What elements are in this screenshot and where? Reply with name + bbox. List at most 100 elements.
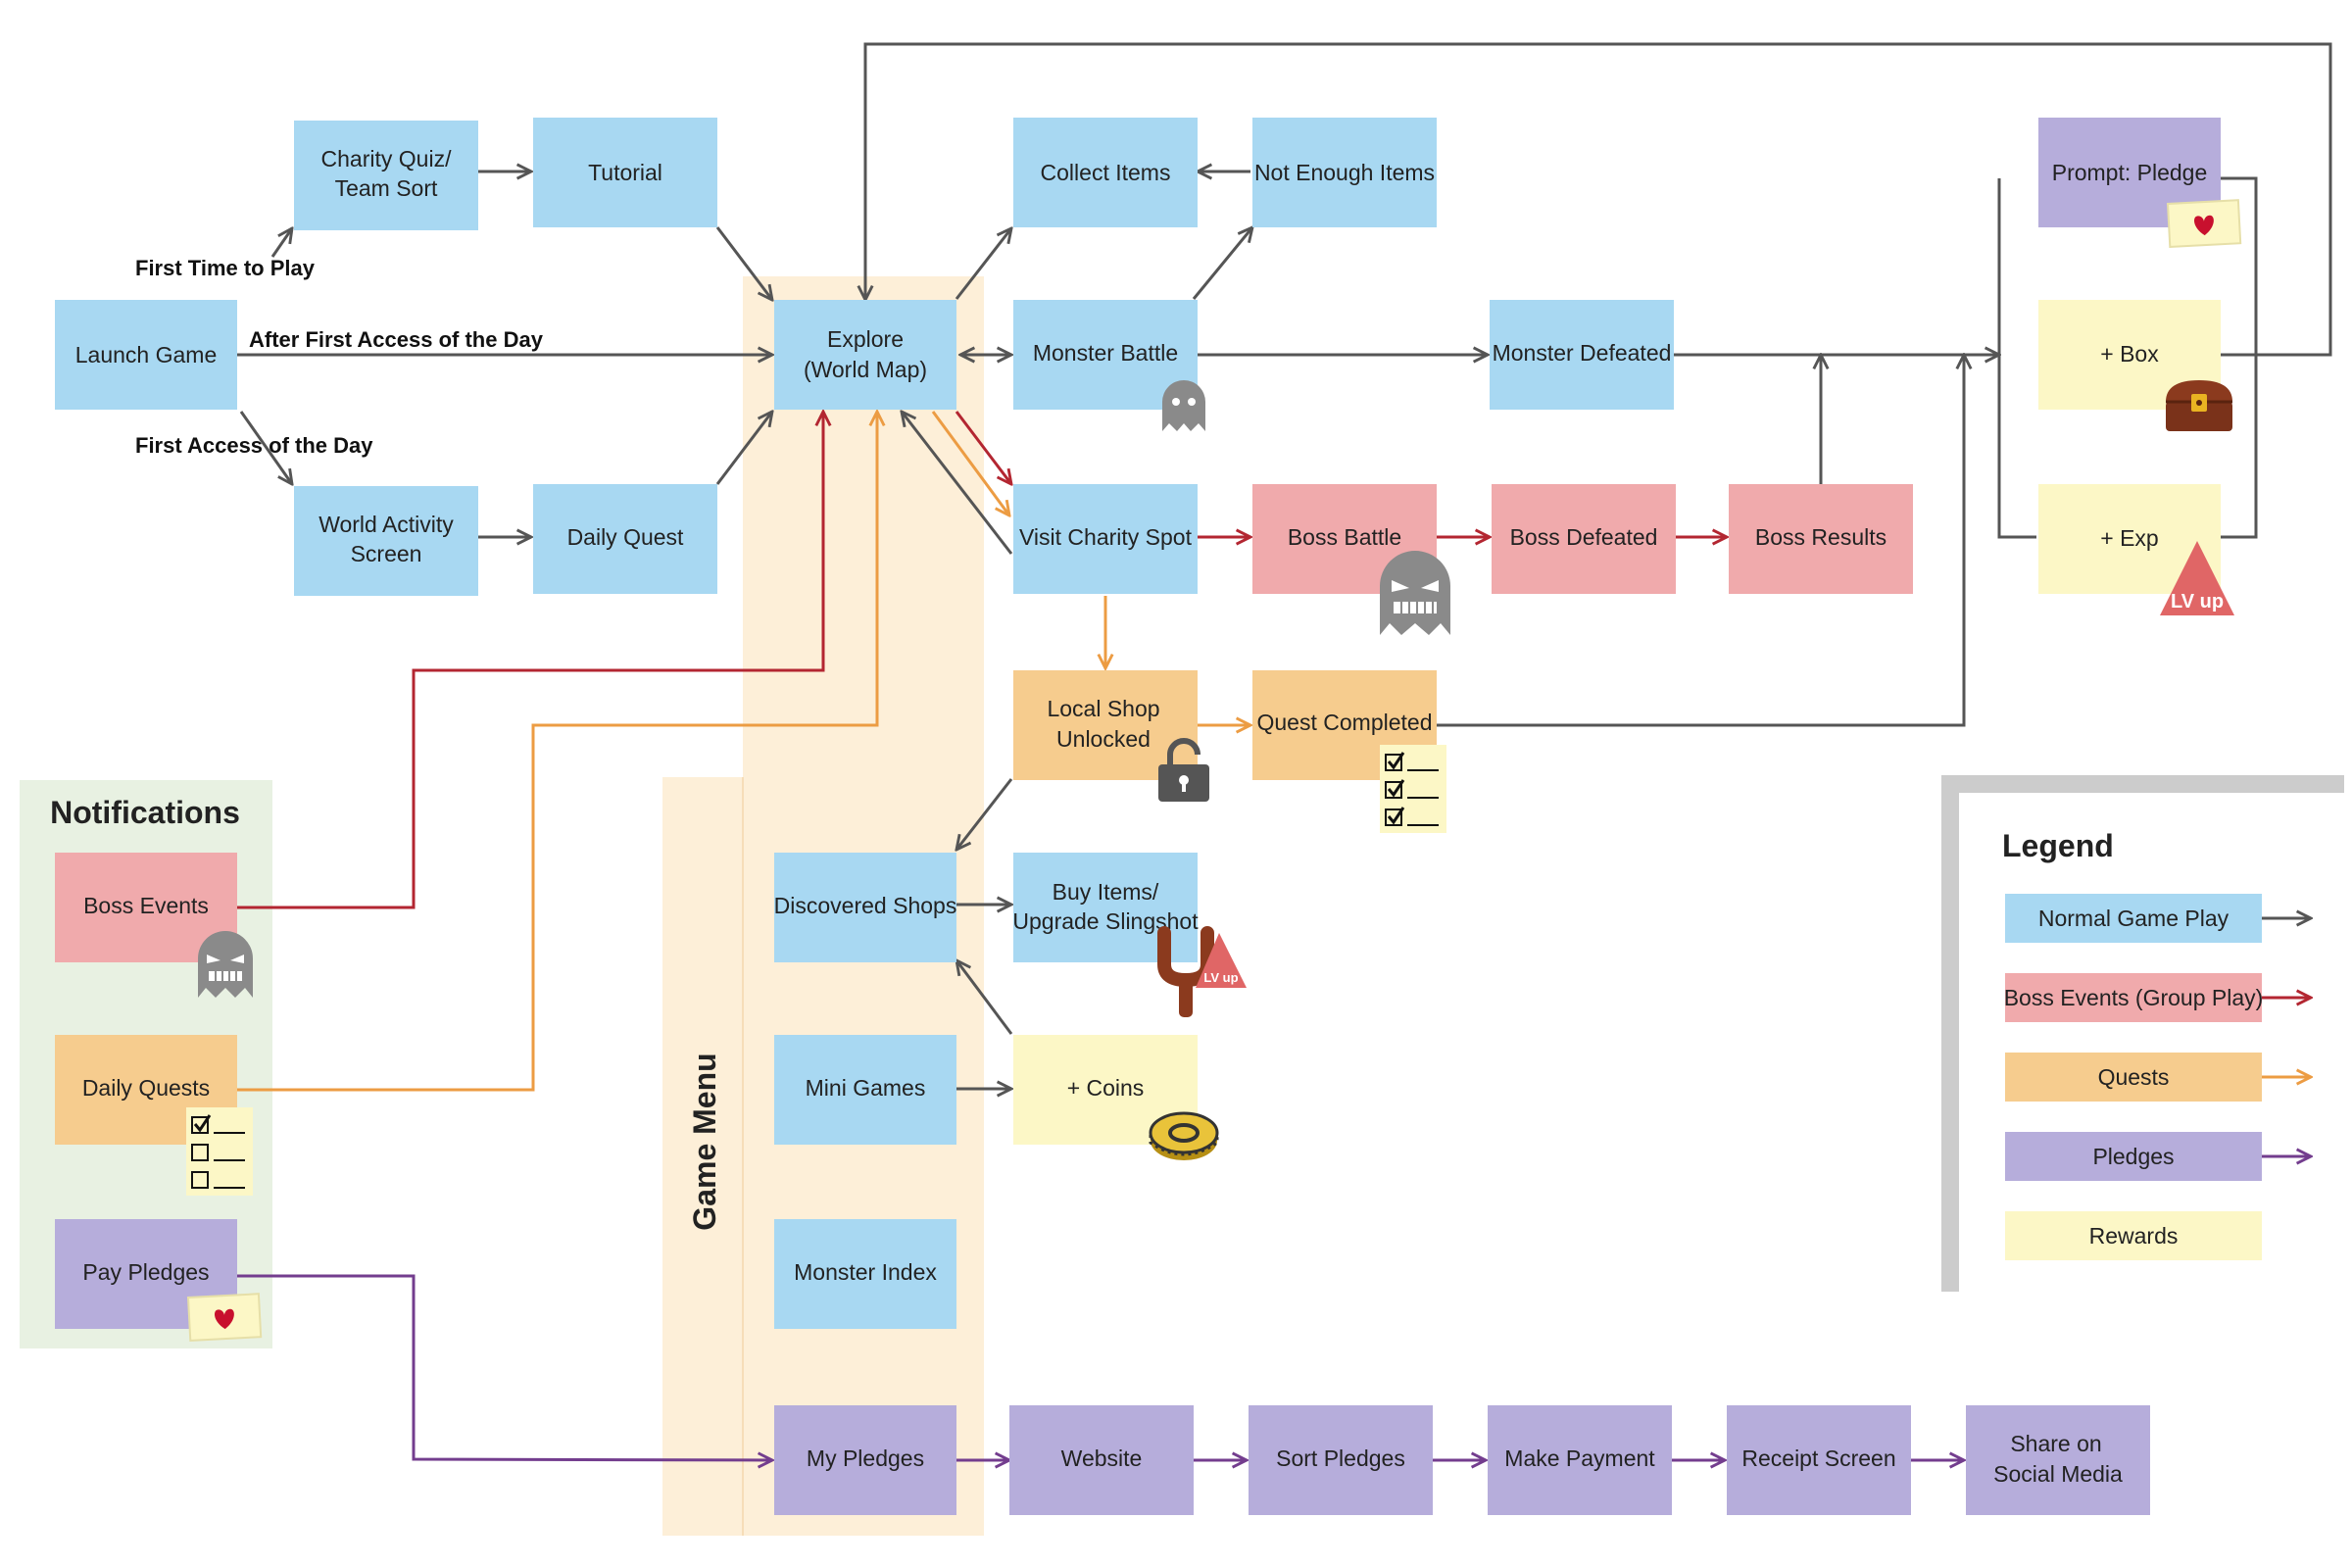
arrow-pay-pledges-to-my-pledges bbox=[237, 1274, 772, 1460]
node-label: Website bbox=[1061, 1446, 1143, 1471]
node-label: Mini Games bbox=[806, 1075, 926, 1101]
node-make-payment[interactable]: Make Payment bbox=[1488, 1405, 1672, 1515]
node-label: Boss Events bbox=[83, 893, 209, 918]
legend-label: Pledges bbox=[2092, 1144, 2174, 1169]
node-label: Buy Items/ bbox=[1053, 879, 1159, 905]
game-menu-title: Game Menu bbox=[687, 1053, 722, 1230]
node-mini-games[interactable]: Mini Games bbox=[774, 1035, 956, 1145]
legend-item: Pledges bbox=[2005, 1132, 2311, 1181]
heart-note-icon bbox=[2166, 199, 2242, 248]
node-label: Collect Items bbox=[1041, 160, 1171, 185]
arrow-coins-to-discovered bbox=[956, 960, 1013, 1035]
node-prompt-pledge[interactable]: Prompt: Pledge bbox=[2038, 118, 2221, 227]
legend-label: Rewards bbox=[2089, 1223, 2179, 1249]
arrow-rewards-bracket-left bbox=[1997, 178, 2036, 539]
boss-ghost-icon bbox=[198, 931, 253, 998]
node-sort-pledges[interactable]: Sort Pledges bbox=[1249, 1405, 1433, 1515]
node-monster-index[interactable]: Monster Index bbox=[774, 1219, 956, 1329]
legend-swatch bbox=[2005, 973, 2262, 1022]
node-label: Daily Quests bbox=[82, 1075, 210, 1101]
node-receipt-screen[interactable]: Receipt Screen bbox=[1727, 1405, 1911, 1515]
node-not-enough-items[interactable]: Not Enough Items bbox=[1252, 118, 1437, 227]
coin-icon bbox=[1149, 1111, 1219, 1160]
node-label: Monster Battle bbox=[1033, 340, 1178, 366]
boss-ghost-icon bbox=[1380, 551, 1450, 635]
node-label: Boss Results bbox=[1755, 524, 1886, 550]
node-my-pledges[interactable]: My Pledges bbox=[774, 1405, 956, 1515]
arrow-shop-to-discovered bbox=[956, 778, 1013, 850]
arrow-rewards-loop-to-explore bbox=[865, 42, 2332, 357]
arrow-charity-to-explore bbox=[902, 412, 1013, 555]
arrow-boss-events-to-explore bbox=[237, 412, 823, 909]
notifications-title: Notifications bbox=[50, 795, 240, 830]
node-visit-charity-spot[interactable]: Visit Charity Spot bbox=[1013, 484, 1198, 594]
node-label: (World Map) bbox=[804, 357, 927, 382]
legend-swatch bbox=[2005, 1132, 2262, 1181]
arrow-explore-to-charity-red bbox=[955, 411, 1011, 484]
heart-note-icon bbox=[186, 1293, 263, 1342]
arrow-explore-to-collect bbox=[955, 228, 1011, 300]
node-explore[interactable]: Explore (World Map) bbox=[774, 300, 956, 410]
node-label: Social Media bbox=[1993, 1461, 2123, 1487]
node-label: Charity Quiz/ bbox=[321, 146, 453, 172]
arrow-launch-to-world-activity bbox=[239, 411, 292, 484]
edge-label-first-access: First Access of the Day bbox=[135, 433, 373, 458]
game-menu-band bbox=[662, 777, 743, 1536]
node-label: Boss Battle bbox=[1288, 524, 1401, 550]
node-label: My Pledges bbox=[807, 1446, 924, 1471]
node-boss-results[interactable]: Boss Results bbox=[1729, 484, 1913, 594]
legend-swatch bbox=[2005, 1211, 2262, 1260]
node-charity-quiz[interactable]: Charity Quiz/ Team Sort bbox=[294, 121, 478, 230]
node-label: Local Shop bbox=[1047, 696, 1159, 721]
node-local-shop[interactable]: Local Shop Unlocked bbox=[1013, 670, 1198, 780]
node-boss-defeated[interactable]: Boss Defeated bbox=[1492, 484, 1676, 594]
node-label: Receipt Screen bbox=[1741, 1446, 1895, 1471]
node-label: Monster Defeated bbox=[1493, 340, 1672, 366]
node-label: Explore bbox=[827, 326, 904, 352]
arrow-daily-quest-to-explore bbox=[715, 412, 772, 485]
arrow-monster-to-not-enough bbox=[1192, 227, 1252, 300]
node-label: Pay Pledges bbox=[82, 1259, 209, 1285]
node-label: Monster Index bbox=[794, 1259, 937, 1285]
edge-label-first-time: First Time to Play bbox=[135, 256, 316, 280]
node-label: Boss Defeated bbox=[1510, 524, 1658, 550]
node-exp[interactable]: + Exp bbox=[2038, 484, 2221, 594]
legend-frame bbox=[1941, 775, 2344, 1292]
node-collect-items[interactable]: Collect Items bbox=[1013, 118, 1198, 227]
node-share-social[interactable]: Share on Social Media bbox=[1966, 1405, 2150, 1515]
node-label: Unlocked bbox=[1056, 726, 1151, 752]
node-label: World Activity bbox=[318, 512, 454, 537]
node-website[interactable]: Website bbox=[1009, 1405, 1194, 1515]
node-daily-quest[interactable]: Daily Quest bbox=[533, 484, 717, 594]
normal-arrows bbox=[237, 42, 2332, 1089]
svg-text:LV up: LV up bbox=[1203, 970, 1238, 985]
ghost-icon bbox=[1162, 380, 1205, 431]
checklist-icon bbox=[186, 1107, 253, 1196]
quest-arrows bbox=[237, 411, 1250, 1092]
node-label: Quest Completed bbox=[1257, 710, 1433, 735]
arrow-launch-to-quiz bbox=[270, 228, 292, 258]
node-label: Sort Pledges bbox=[1276, 1446, 1405, 1471]
level-up-icon: LV up bbox=[2160, 541, 2234, 615]
legend-item: Boss Events (Group Play) bbox=[2004, 973, 2311, 1022]
node-world-activity[interactable]: World Activity Screen bbox=[294, 486, 478, 596]
node-label: Launch Game bbox=[75, 342, 217, 368]
node-monster-defeated[interactable]: Monster Defeated bbox=[1490, 300, 1674, 410]
node-launch-game[interactable]: Launch Game bbox=[55, 300, 237, 410]
node-discovered-shops[interactable]: Discovered Shops bbox=[774, 853, 957, 962]
node-tutorial[interactable]: Tutorial bbox=[533, 118, 717, 227]
node-label: Visit Charity Spot bbox=[1019, 524, 1193, 550]
arrow-explore-to-charity-orange bbox=[931, 411, 1009, 515]
node-label: Tutorial bbox=[588, 160, 662, 185]
arrow-rewards-bracket-right bbox=[2219, 176, 2258, 539]
node-label: Not Enough Items bbox=[1254, 160, 1435, 185]
legend-label: Quests bbox=[2098, 1064, 2170, 1090]
node-label: + Exp bbox=[2100, 525, 2158, 551]
node-label: Make Payment bbox=[1504, 1446, 1655, 1471]
boss-arrows bbox=[237, 411, 1727, 909]
node-label: Share on bbox=[2010, 1431, 2101, 1456]
legend-item: Quests bbox=[2005, 1053, 2311, 1102]
checklist-icon bbox=[1380, 745, 1446, 833]
node-label: Team Sort bbox=[335, 175, 438, 201]
